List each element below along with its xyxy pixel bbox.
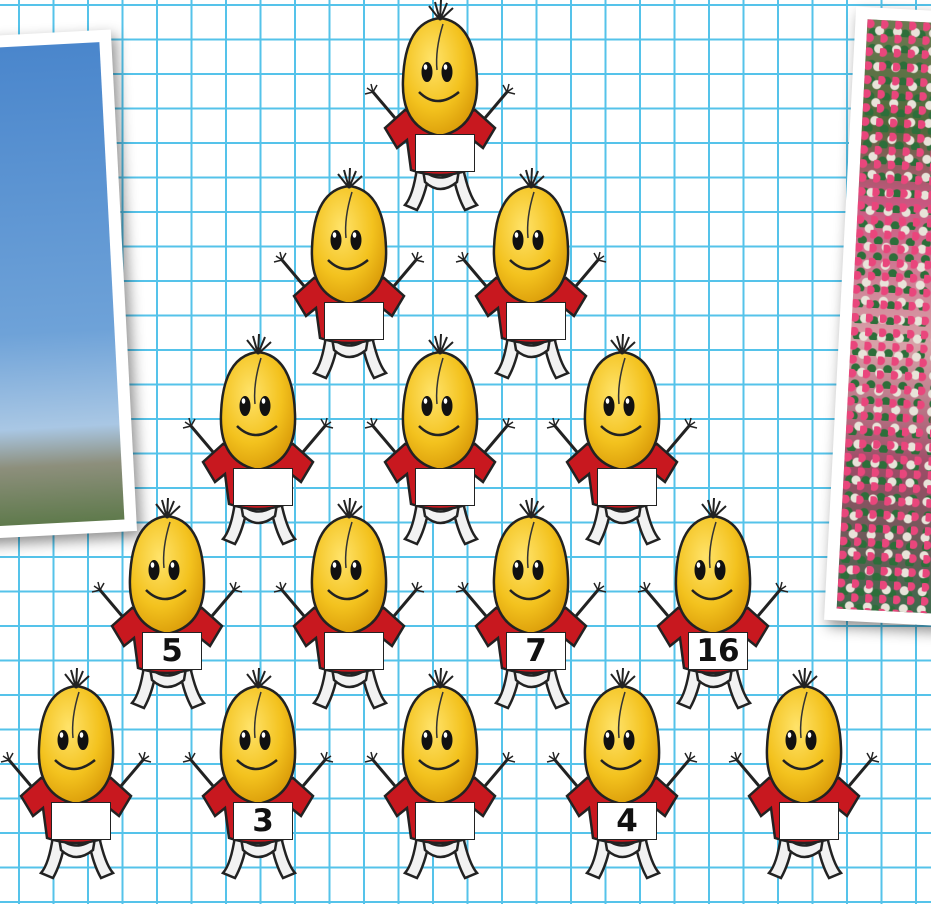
empty-number-box[interactable] <box>415 134 475 172</box>
acrobat-character: 4 <box>547 668 697 888</box>
acrobat-character <box>1 668 151 888</box>
acrobat-character <box>729 668 879 888</box>
empty-number-box[interactable] <box>324 632 384 670</box>
number-box[interactable]: 4 <box>597 802 657 840</box>
acrobat-character <box>365 668 515 888</box>
number-box[interactable]: 5 <box>142 632 202 670</box>
number-box[interactable]: 16 <box>688 632 748 670</box>
empty-number-box[interactable] <box>51 802 111 840</box>
number-box[interactable]: 3 <box>233 802 293 840</box>
empty-number-box[interactable] <box>779 802 839 840</box>
number-box[interactable]: 7 <box>506 632 566 670</box>
empty-number-box[interactable] <box>415 802 475 840</box>
acrobat-character: 3 <box>183 668 333 888</box>
